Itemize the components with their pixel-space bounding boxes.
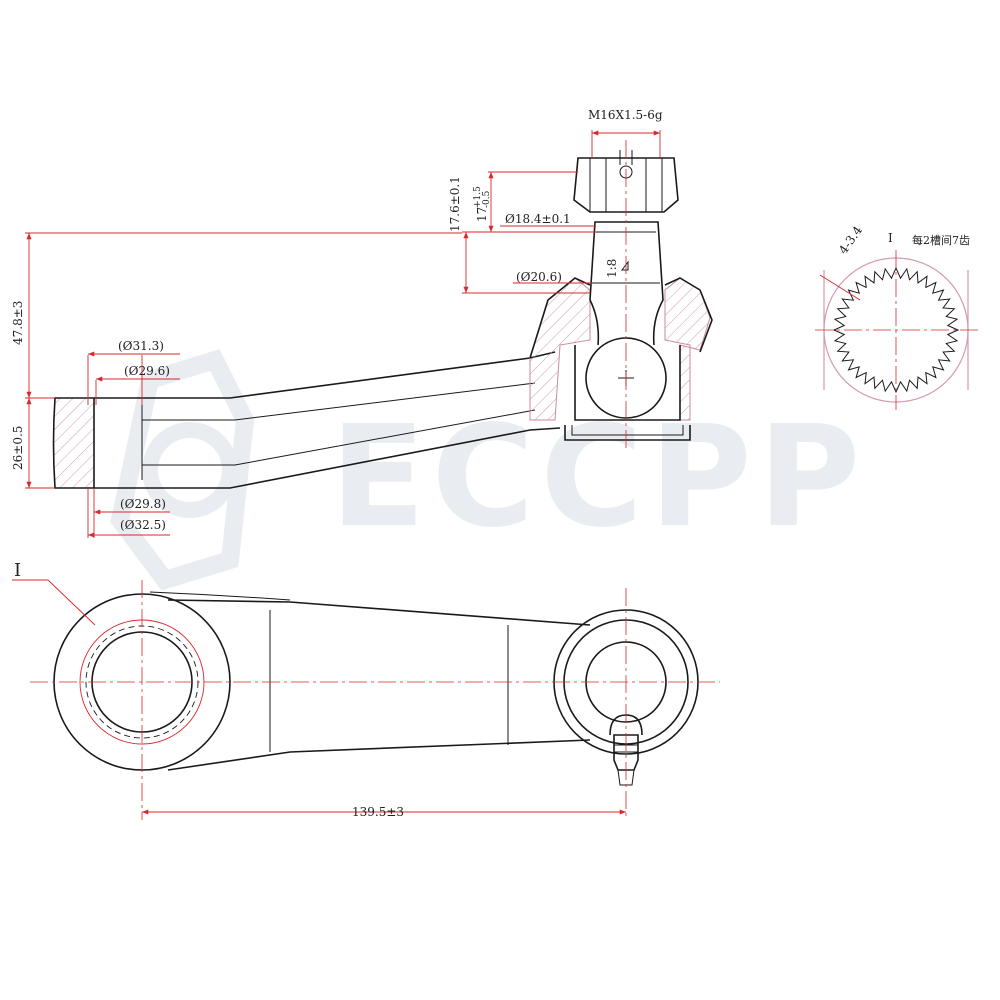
nut-height2-lower: -0.5 xyxy=(482,190,492,208)
detail-label: I xyxy=(888,231,893,245)
taper-arrow-icon xyxy=(621,260,629,271)
spline-dim-leader xyxy=(819,274,861,301)
nut-height2-dim: 17 +1.5 -0.5 xyxy=(473,186,492,222)
spline-teeth xyxy=(832,266,960,394)
arm-bottom-edge xyxy=(94,427,561,489)
plan-arm-top xyxy=(167,599,591,626)
bore-top-inner-label: (Ø29.6) xyxy=(124,364,170,378)
left-boss-outline xyxy=(52,397,95,489)
spline-detail: 4-3.4 I 每2槽间7齿 xyxy=(815,223,978,410)
nut-height2-upper: +1.5 xyxy=(473,186,483,208)
watermark-logo xyxy=(110,349,255,591)
detail-marker: I xyxy=(14,560,21,581)
taper-label: 1:8 xyxy=(605,259,619,278)
stud-dia-label: Ø18.4±0.1 xyxy=(505,212,571,226)
boss-height-label: 26±0.5 xyxy=(11,426,25,470)
nut-height-dim: 17.6±0.1 xyxy=(448,176,462,232)
arm-inner-top xyxy=(142,382,536,421)
socket-right-outline xyxy=(664,277,713,353)
center-distance-label: 139.5±3 xyxy=(352,805,404,819)
arm-inner-bottom xyxy=(142,409,536,466)
spline-note: 每2槽间7齿 xyxy=(912,233,970,247)
plan-arm-bottom xyxy=(167,739,591,771)
plan-arm-fillet xyxy=(149,591,291,601)
bore-bottom-outer-label: (Ø32.5) xyxy=(120,518,166,532)
spline-dim-label: 4-3.4 xyxy=(836,223,865,257)
nut-height2-main: 17 xyxy=(475,207,489,222)
height-dim-label: 47.8±3 xyxy=(11,301,25,345)
bore-top-outer-label: (Ø31.3) xyxy=(118,339,164,353)
socket-cup-inner xyxy=(571,425,684,436)
socket-cup xyxy=(564,425,691,441)
bore-bottom-inner-label: (Ø29.8) xyxy=(120,497,166,511)
cotter-pin xyxy=(619,150,633,165)
thread-spec-label: M16X1.5-6g xyxy=(588,108,663,122)
detail-leader xyxy=(47,579,96,626)
castle-nut xyxy=(573,157,679,213)
stud-base-label: (Ø20.6) xyxy=(516,270,562,284)
left-boss-section xyxy=(53,397,95,489)
socket-body xyxy=(574,345,681,421)
stud-neck xyxy=(589,221,664,346)
watermark-text: ECCPP xyxy=(330,396,866,559)
socket-left-outline xyxy=(529,277,591,359)
